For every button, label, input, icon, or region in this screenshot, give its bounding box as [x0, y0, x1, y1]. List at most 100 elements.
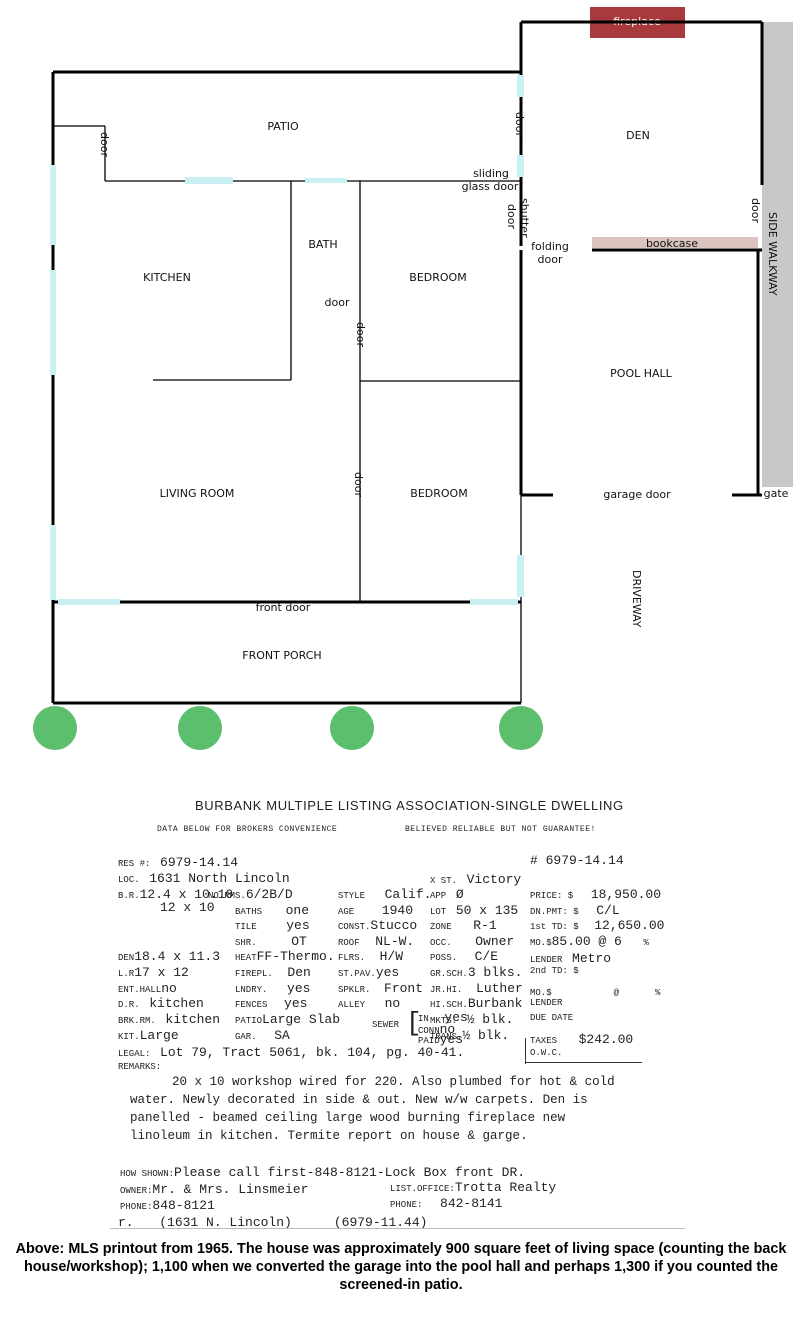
occ-row: OCC. Owner	[430, 934, 515, 949]
door-label-den-upper: door	[513, 112, 526, 137]
dr-row: D.R. kitchen	[118, 996, 204, 1011]
owc-rule	[525, 1038, 526, 1064]
glass-door-label: glass door	[462, 180, 519, 193]
lot-row: LOT 50 x 135	[430, 903, 519, 918]
owner-phone-row: PHONE:848-8121	[120, 1198, 215, 1213]
trees	[33, 706, 543, 750]
sewer-conn-row: CONNno	[418, 1022, 456, 1037]
bookcase-label: bookcase	[646, 237, 698, 250]
sewer-bracket: [	[406, 1008, 422, 1038]
td2-row: 2nd TD: $	[530, 966, 579, 976]
roof-row: ROOF NL-W.	[338, 934, 415, 949]
owc-row: O.W.C.	[530, 1048, 563, 1058]
lr-row: L.R17 x 12	[118, 965, 189, 980]
dnpmt-row: DN.PMT: $ C/L	[530, 903, 620, 918]
door-label-bedroom-upper: door	[354, 322, 367, 347]
taxes-row: TAXES $242.00	[530, 1032, 634, 1047]
door-label-bath: door	[325, 296, 350, 309]
owc-underline	[525, 1062, 642, 1063]
room-den: DEN	[626, 129, 650, 142]
mls-title: BURBANK MULTIPLE LISTING ASSOCIATION-SIN…	[195, 798, 624, 813]
room-bedroom-upper: BEDROOM	[409, 271, 466, 284]
sewer-in-row: IN yes	[418, 1010, 468, 1025]
room-patio: PATIO	[267, 120, 299, 133]
driveway-label: DRIVEWAY	[630, 570, 643, 628]
remarks-line-2: water. Newly decorated in side & out. Ne…	[130, 1093, 588, 1107]
room-kitchen: KITCHEN	[143, 271, 191, 284]
flrs-row: FLRS. H/W	[338, 949, 404, 964]
poss-row: POSS. C/E	[430, 949, 499, 964]
room-pool-hall: POOL HALL	[610, 367, 672, 380]
fences-row: FENCES yes	[235, 996, 308, 1011]
tile-row: TILE yes	[235, 918, 310, 933]
lndry-row: LNDRY. yes	[235, 981, 311, 996]
folding-label: folding	[531, 240, 569, 253]
shr-row: SHR. OT	[235, 934, 307, 949]
door-label-den-side: door	[749, 198, 762, 223]
office-phone-row: PHONE: 842-8141	[390, 1196, 503, 1211]
lender2-row: LENDER	[530, 998, 563, 1008]
br-row: B.R.12.4 x 10.10	[118, 887, 234, 902]
how-shown-row: HOW SHOWN:Please call first-848-8121-Loc…	[120, 1165, 526, 1180]
interior-walls	[53, 125, 522, 703]
baths-row: BATHS one	[235, 903, 310, 918]
price-row: PRICE: $ 18,950.00	[530, 887, 662, 902]
zone-row: ZONE R-1	[430, 918, 497, 933]
floor-plan: fireplace bookcase	[33, 7, 793, 750]
side-walkway-label: SIDE WALKWAY	[766, 212, 779, 296]
td1-row: 1st TD: $ 12,650.00	[530, 918, 665, 933]
mls-printout: BURBANK MULTIPLE LISTING ASSOCIATION-SIN…	[0, 780, 802, 1240]
loc-row: LOC. 1631 North Lincoln	[118, 871, 290, 886]
trans-row: TRANS.½ blk.	[430, 1028, 510, 1043]
heat-row: HEATFF-Thermo.	[235, 949, 335, 964]
gate-label: gate	[764, 487, 789, 500]
brk-row: BRK.RM. kitchen	[118, 1012, 221, 1027]
shutter-label: shutter	[518, 198, 531, 238]
firepl-row: FIREPL. Den	[235, 965, 311, 980]
side-walkway-strip	[762, 22, 793, 487]
footer-rule	[110, 1228, 685, 1229]
remarks-label: REMARKS:	[118, 1062, 162, 1072]
const-row: CONST.Stucco	[338, 918, 418, 933]
mls-disclaimer-right: BELIEVED RELIABLE BUT NOT GUARANTEE!	[405, 825, 596, 834]
owner-row: OWNER:Mr. & Mrs. Linsmeier	[120, 1182, 309, 1197]
norms-row: NO.RMS.6/2B/D	[208, 887, 293, 902]
style-row: STYLE Calif.	[338, 887, 432, 902]
door-label-bedroom-lower: door	[352, 472, 365, 497]
den-row: DEN18.4 x 11.3	[118, 949, 221, 964]
front-door-label: front door	[256, 601, 311, 614]
remarks-line-3: panelled - beamed ceiling large wood bur…	[130, 1111, 566, 1125]
bookcase-block	[592, 237, 758, 248]
legal-row: LEGAL: Lot 79, Tract 5061, bk. 104, pg. …	[118, 1045, 465, 1060]
mls-disclaimer-left: DATA BELOW FOR BROKERS CONVENIENCE	[157, 825, 338, 834]
kit-row: KIT.Large	[118, 1028, 179, 1043]
room-bedroom-lower: BEDROOM	[410, 487, 467, 500]
grsch-row: GR.SCH.3 blks.	[430, 965, 523, 980]
stpav-row: ST.PAV.yes	[338, 965, 400, 980]
listing-number: # 6979-14.14	[530, 853, 624, 868]
br-row-2: 12 x 10	[160, 900, 215, 915]
age-row: AGE 1940	[338, 903, 414, 918]
shutter-door-label: door	[505, 204, 518, 229]
lender-row: LENDER Metro	[530, 951, 612, 966]
sewer-paid-row: PAIDyes	[418, 1032, 464, 1047]
sewer-label: SEWER	[372, 1020, 400, 1030]
remarks-line-1: 20 x 10 workshop wired for 220. Also plu…	[172, 1075, 615, 1089]
sliding-label: sliding	[473, 167, 509, 180]
remarks-line-4: linoleum in kitchen. Termite report on h…	[130, 1129, 528, 1143]
alley-row: ALLEY no	[338, 996, 401, 1011]
gar-row: GAR. SA	[235, 1028, 290, 1043]
folding-door-label: door	[538, 253, 563, 266]
ent-row: ENT.HALLno	[118, 981, 177, 996]
list-office-row: LIST.OFFICE:Trotta Realty	[390, 1180, 557, 1195]
room-front-porch: FRONT PORCH	[242, 649, 321, 662]
xst-row: X ST. Victory	[430, 872, 522, 887]
mkts-row: MKTS. ½ blk.	[430, 1012, 514, 1027]
spklr-row: SPKLR. Front	[338, 981, 424, 996]
app-row: APP Ø	[430, 887, 464, 902]
mo-row: MO.$85.00 @ 6 %	[530, 934, 649, 949]
page-caption: Above: MLS printout from 1965. The house…	[15, 1241, 787, 1293]
due-date-row: DUE DATE	[530, 1013, 574, 1023]
res-row: RES #: 6979-14.14	[118, 855, 239, 870]
room-living: LIVING ROOM	[160, 487, 235, 500]
